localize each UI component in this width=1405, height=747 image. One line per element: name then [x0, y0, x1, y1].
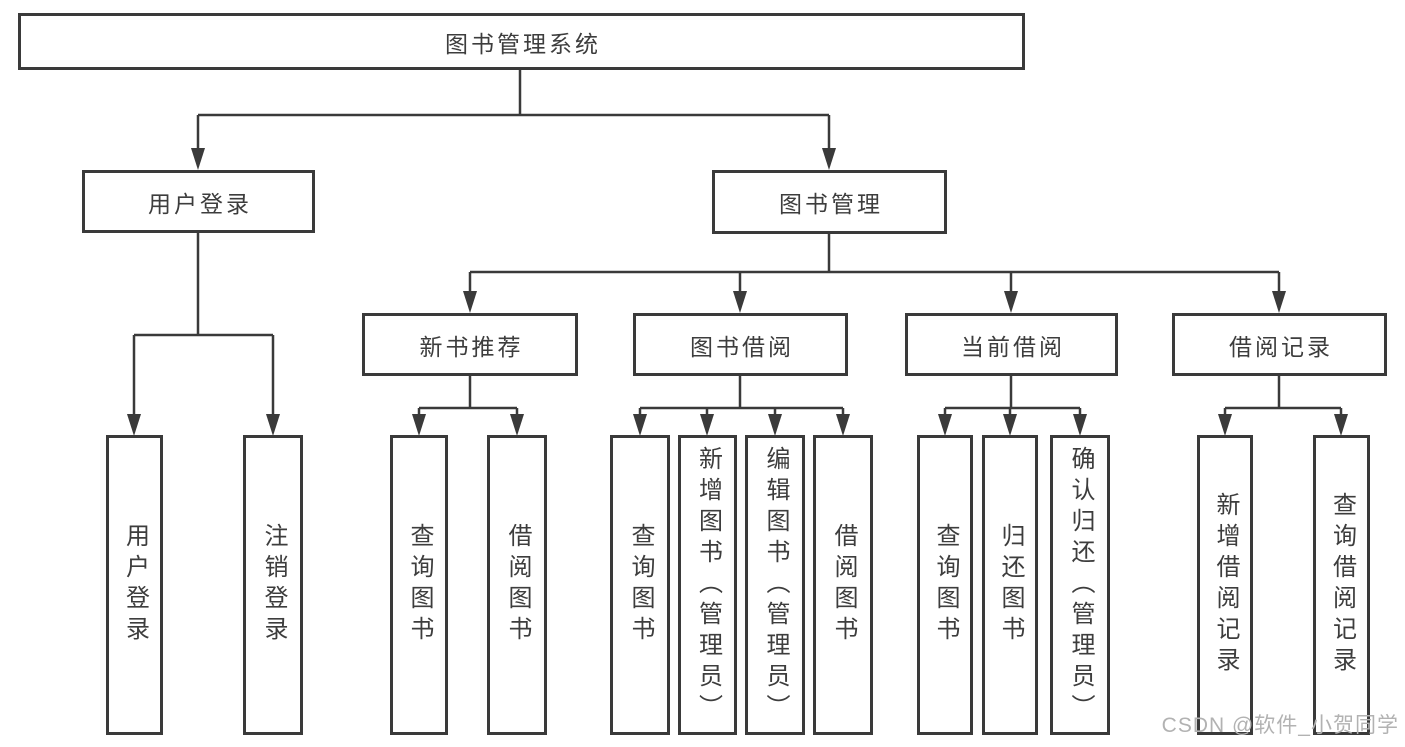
leaf-confirm-return-admin: 确认归还（管理员）: [1050, 435, 1110, 735]
node-root: 图书管理系统: [18, 13, 1025, 70]
node-current-borrowing: 当前借阅: [905, 313, 1118, 376]
leaf-user-login: 用户登录: [106, 435, 163, 735]
node-book-management: 图书管理: [712, 170, 947, 234]
leaf-add-borrow-record: 新增借阅记录: [1197, 435, 1253, 735]
node-user-login: 用户登录: [82, 170, 315, 233]
csdn-watermark: CSDN @软件_小贺同学: [1161, 714, 1399, 737]
leaf-return-book: 归还图书: [982, 435, 1038, 735]
leaf-logout: 注销登录: [243, 435, 303, 735]
node-book-borrowing: 图书借阅: [633, 313, 848, 376]
leaf-newbook-borrow-book: 借阅图书: [487, 435, 547, 735]
leaf-edit-book-admin: 编辑图书（管理员）: [745, 435, 805, 735]
leaf-borrowing-borrow-book: 借阅图书: [813, 435, 873, 735]
leaf-query-borrow-record: 查询借阅记录: [1313, 435, 1370, 735]
node-borrowing-records: 借阅记录: [1172, 313, 1387, 376]
arrowheads: [127, 148, 1348, 436]
leaf-current-query-book: 查询图书: [917, 435, 973, 735]
leaf-borrowing-query-book: 查询图书: [610, 435, 670, 735]
leaf-newbook-query-book: 查询图书: [390, 435, 448, 735]
leaf-add-book-admin: 新增图书（管理员）: [678, 435, 737, 735]
node-new-book-recommend: 新书推荐: [362, 313, 578, 376]
